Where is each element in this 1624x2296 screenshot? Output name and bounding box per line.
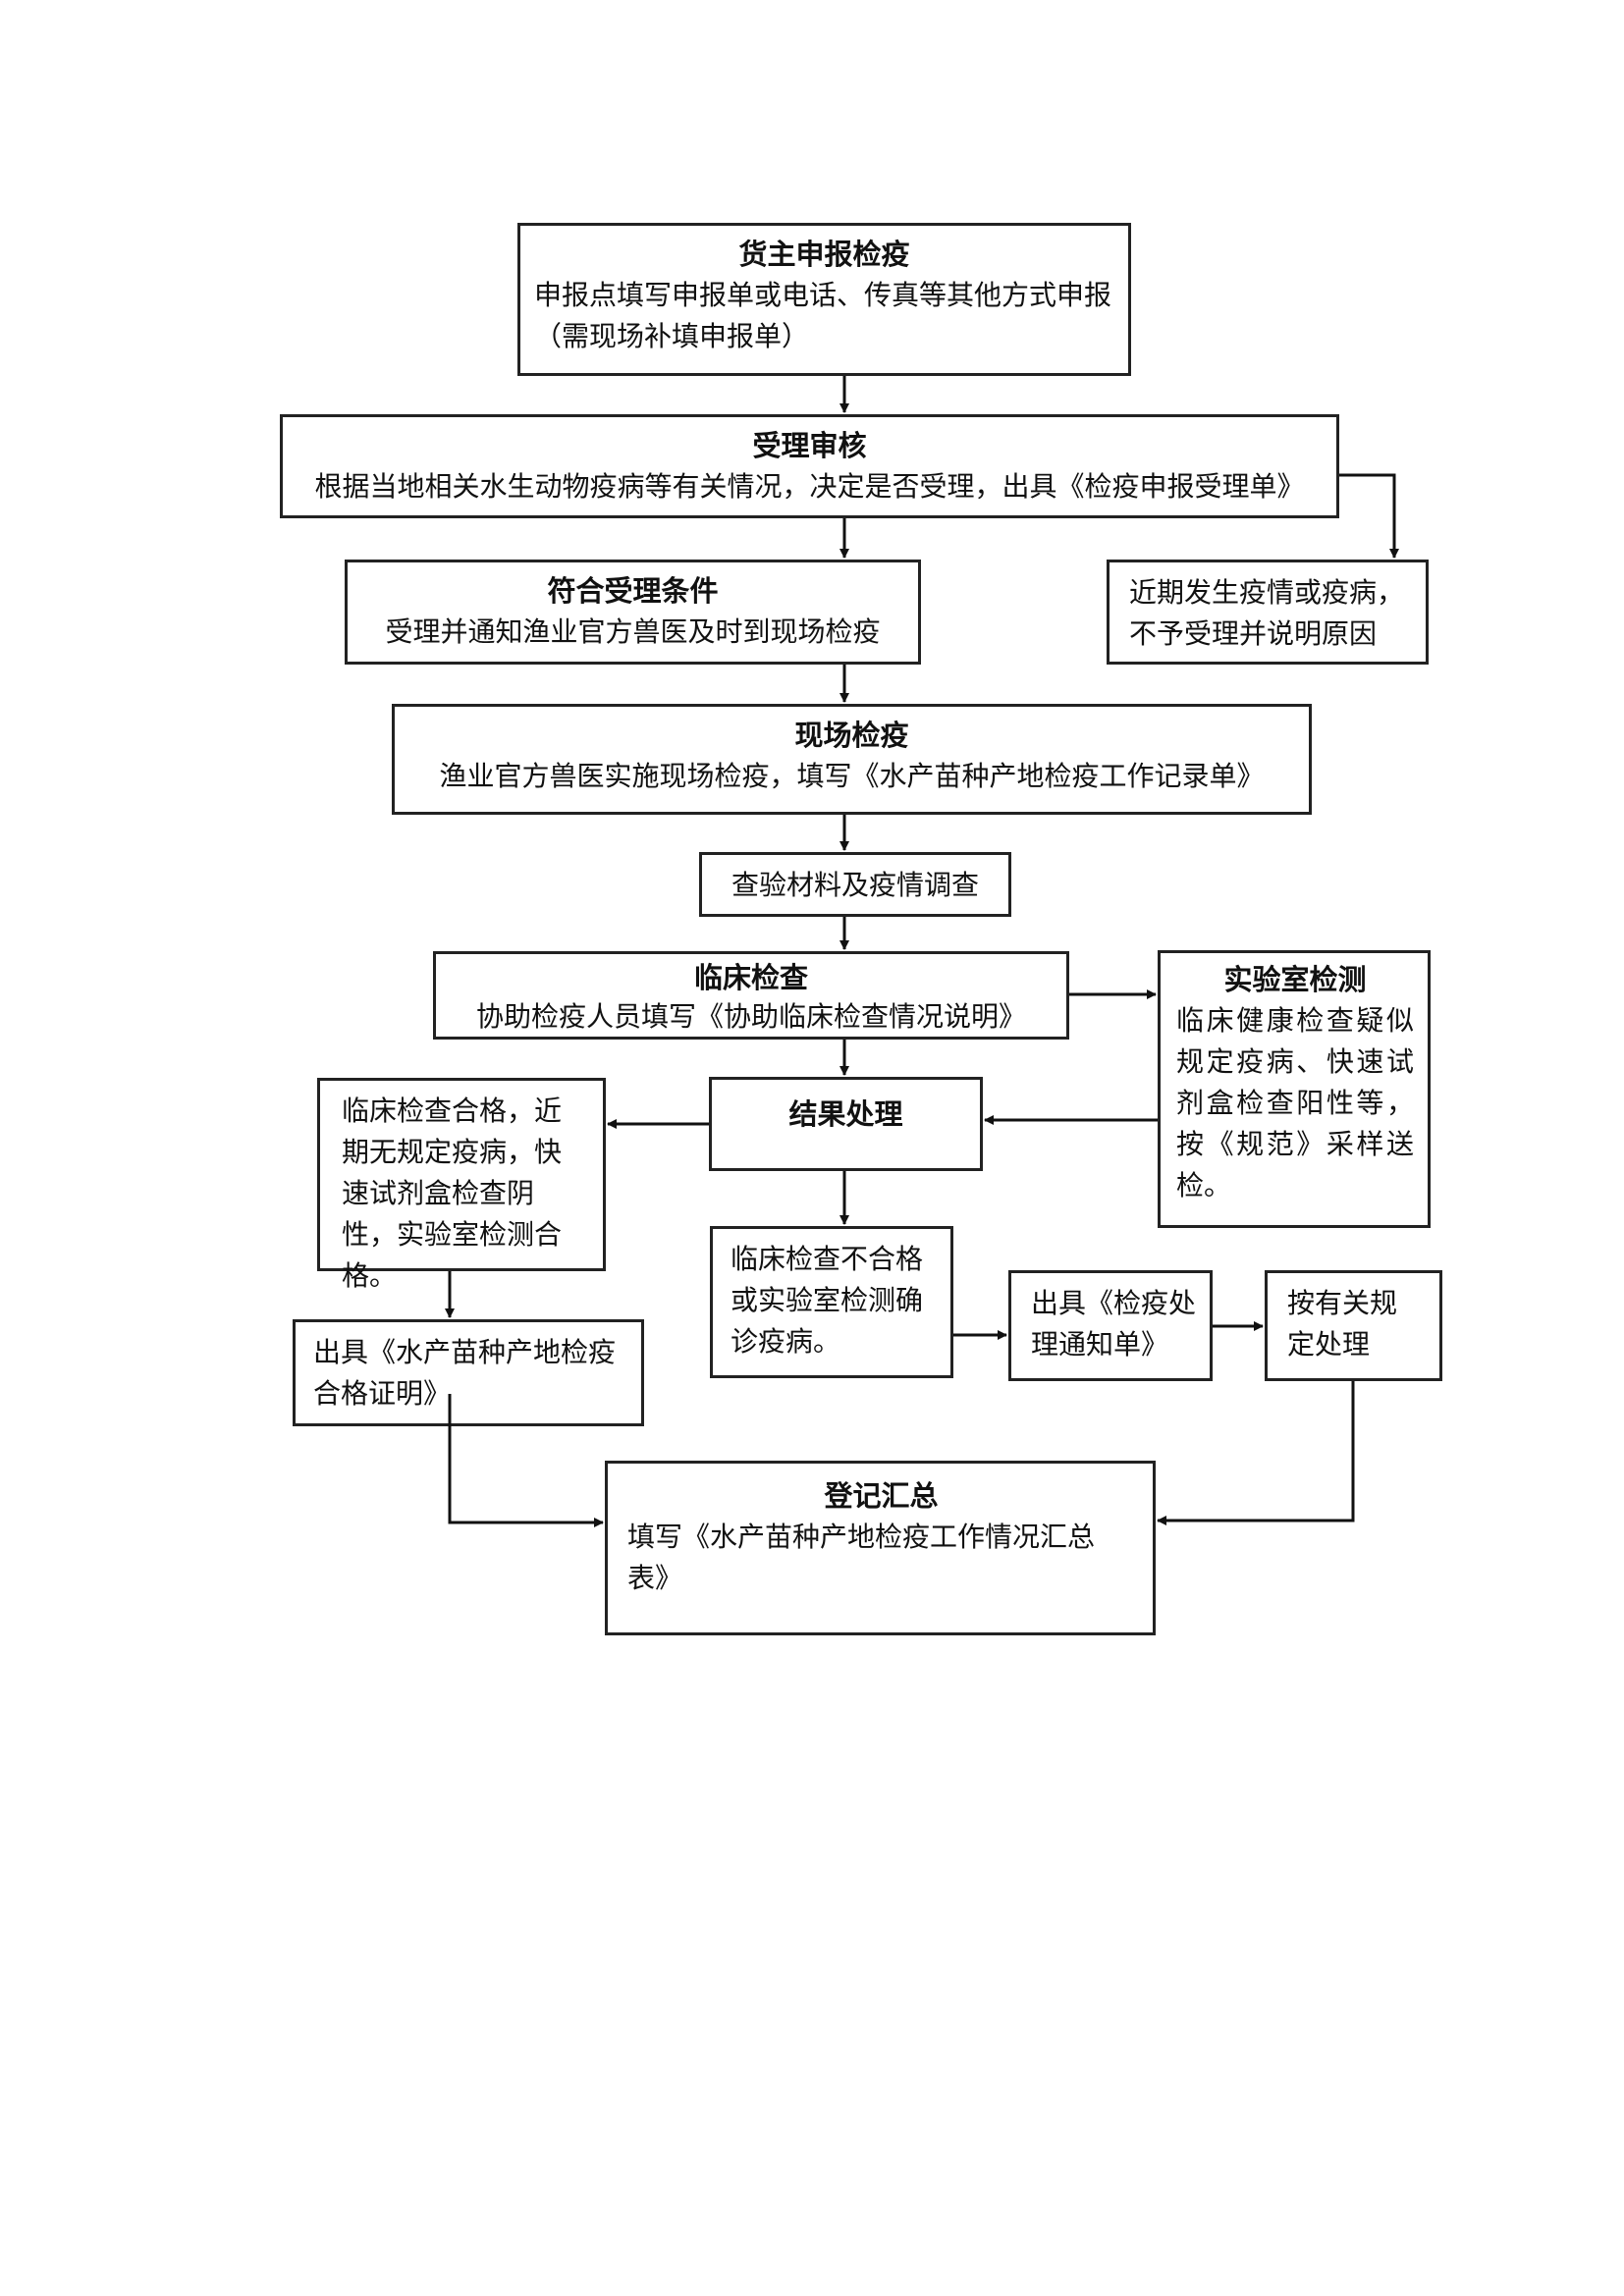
materials-text: 查验材料及疫情调查 [731,869,979,901]
fail-text: 临床检查不合格或实验室检测确诊疫病。 [731,1243,924,1358]
register-title: 登记汇总 [824,1479,939,1513]
clinical-box: 临床检查 协助检疫人员填写《协助临床检查情况说明》 [433,951,1069,1040]
result-box: 结果处理 [709,1077,983,1171]
certificate-box: 出具《水产苗种产地检疫合格证明》 [293,1319,644,1426]
lab-box: 实验室检测 临床健康检查疑似规定疫病、快速试剂盒检查阳性等，按《规范》采样送检。 [1158,950,1431,1228]
arrow-review-to-reject [1339,473,1399,559]
pass-box: 临床检查合格，近期无规定疫病，快速试剂盒检查阴性，实验室检测合格。 [317,1078,606,1292]
certificate-text: 出具《水产苗种产地检疫合格证明》 [313,1336,617,1410]
handle-box: 按有关规定处理 [1265,1270,1442,1381]
declare-title: 货主申报检疫 [738,238,910,271]
handle-text: 按有关规定处理 [1287,1287,1398,1361]
reject-text: 近期发生疫情或疫病，不予受理并说明原因 [1129,576,1405,650]
onsite-title: 现场检疫 [794,719,909,752]
register-text: 填写《水产苗种产地检疫工作情况汇总表》 [627,1521,1096,1594]
lab-text: 临床健康检查疑似规定疫病、快速试剂盒检查阳性等，按《规范》采样送检。 [1176,1004,1414,1201]
accept-box: 符合受理条件 受理并通知渔业官方兽医及时到现场检疫 [345,560,921,665]
declare-box: 货主申报检疫 申报点填写申报单或电话、传真等其他方式申报（需现场补填申报单） [517,223,1131,376]
review-box: 受理审核 根据当地相关水生动物疫病等有关情况，决定是否受理，出具《检疫申报受理单… [280,414,1339,518]
fail-box: 临床检查不合格或实验室检测确诊疫病。 [710,1226,953,1378]
clinical-title: 临床检查 [693,961,808,994]
pass-text: 临床检查合格，近期无规定疫病，快速试剂盒检查阴性，实验室检测合格。 [342,1095,563,1292]
onsite-box: 现场检疫 渔业官方兽医实施现场检疫，填写《水产苗种产地检疫工作记录单》 [392,704,1312,815]
onsite-text: 渔业官方兽医实施现场检疫，填写《水产苗种产地检疫工作记录单》 [439,760,1265,792]
result-title: 结果处理 [788,1097,903,1131]
arrow-certificate-to-register [448,1394,604,1527]
review-title: 受理审核 [752,429,867,462]
accept-text: 受理并通知渔业官方兽医及时到现场检疫 [385,615,881,648]
accept-title: 符合受理条件 [547,574,719,608]
arrow-handle-to-register [1157,1381,1355,1525]
reject-box: 近期发生疫情或疫病，不予受理并说明原因 [1107,560,1429,665]
register-box: 登记汇总 填写《水产苗种产地检疫工作情况汇总表》 [605,1461,1156,1635]
notice-box: 出具《检疫处理通知单》 [1008,1270,1213,1381]
materials-box: 查验材料及疫情调查 [699,852,1011,917]
declare-text: 申报点填写申报单或电话、传真等其他方式申报（需现场补填申报单） [534,279,1112,352]
clinical-text: 协助检疫人员填写《协助临床检查情况说明》 [475,1000,1026,1033]
lab-title: 实验室检测 [1223,963,1367,996]
notice-text: 出具《检疫处理通知单》 [1031,1287,1197,1361]
review-text: 根据当地相关水生动物疫病等有关情况，决定是否受理，出具《检疫申报受理单》 [314,470,1305,503]
